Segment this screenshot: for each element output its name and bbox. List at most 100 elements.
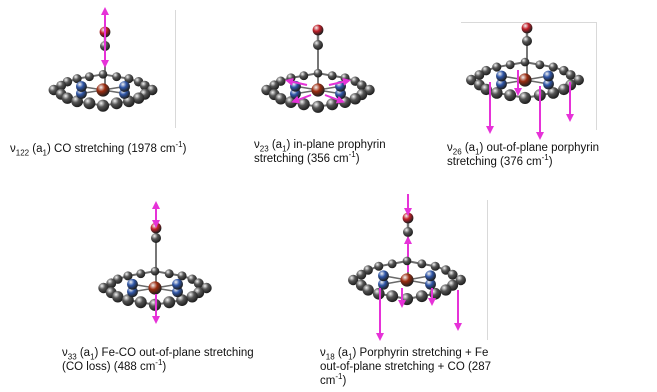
nitrogen-atom (543, 78, 554, 90)
mode-v33-caption: ν33 (a1) Fe-CO out-of-plane stretching (… (62, 346, 254, 374)
carbon-atom (415, 290, 428, 303)
caption-symmetry: (a (461, 142, 476, 154)
nitrogen-atom (119, 81, 130, 92)
oxygen-atom (521, 22, 533, 34)
caption-text-end: ) (548, 156, 553, 168)
nitrogen-atom (172, 278, 183, 290)
nitrogen-atom (425, 270, 436, 282)
nitrogen-atom (496, 70, 507, 82)
carbon-atom (417, 259, 427, 269)
oxygen-atom (312, 24, 324, 36)
carbon-atom (547, 87, 560, 99)
caption-text: ) Fe-CO out-of-plane stretching (94, 347, 254, 359)
carbon-atom (372, 287, 385, 300)
carbon-atom (466, 74, 477, 86)
caption-mode-number: 122 (15, 148, 30, 158)
carbon-atom (177, 271, 187, 281)
carbon-atom (326, 98, 339, 111)
carbon-atom (151, 233, 161, 243)
carbon-atom (313, 68, 323, 78)
carbon-atom (84, 72, 94, 82)
caption-nu: ν (254, 139, 260, 151)
caption-text-end: ) (182, 143, 187, 155)
carbon-atom (122, 294, 134, 306)
caption-text-end: ) (355, 153, 360, 165)
carbon-atom (363, 265, 373, 275)
caption-symmetry-sub: 1 (90, 352, 95, 362)
mode-v26-panel (462, 18, 602, 140)
caption-nu: ν (320, 347, 326, 359)
caption-nu: ν (447, 142, 453, 154)
caption-text: out-of-plane stretching + CO (287 (320, 361, 491, 373)
mode-v18-molecule (348, 194, 466, 341)
caption-mode-number: 33 (67, 352, 77, 362)
carbon-atom (474, 70, 485, 81)
carbon-atom (313, 40, 323, 50)
carbon-atom (535, 60, 545, 70)
caption-symmetry-sub: 1 (348, 352, 353, 362)
carbon-atom (297, 98, 310, 111)
carbon-atom (349, 93, 361, 105)
carbon-atom (164, 269, 174, 279)
nitrogen-atom (543, 70, 554, 82)
carbon-atom (163, 296, 176, 309)
nitrogen-atom (127, 286, 138, 298)
carbon-atom (136, 269, 146, 279)
displacement-arrow (285, 77, 308, 86)
nitrogen-atom (378, 270, 389, 282)
mode-v33-molecule (98, 201, 212, 324)
carbon-atom (112, 291, 124, 303)
caption-text: ) out-of-plane porphyrin (479, 142, 600, 154)
displacement-arrow (328, 77, 351, 86)
caption-text: ) Porphyrin stretching + Fe (352, 347, 489, 359)
carbon-atom (150, 266, 160, 276)
iron-atom (518, 73, 532, 87)
mode-v33-panel (95, 201, 225, 327)
caption-text: stretching (356 cm (254, 153, 349, 165)
carbon-atom (387, 259, 397, 269)
caption-text: ) CO stretching (1978 cm (46, 143, 176, 155)
mode-v18-caption: ν18 (a1) Porphyrin stretching + Fe out-o… (320, 346, 491, 388)
frame-edge (596, 22, 597, 130)
caption-text-end: ) (342, 375, 347, 387)
caption-nu: ν (10, 143, 16, 155)
carbon-atom (447, 269, 458, 280)
carbon-atom (490, 87, 503, 99)
displacement-arrow (291, 94, 312, 104)
caption-exponent: -1 (175, 140, 183, 150)
carbon-atom (505, 60, 515, 70)
caption-mode-number: 18 (325, 352, 335, 362)
iron-atom (400, 273, 414, 287)
carbon-atom (440, 284, 452, 296)
carbon-atom (72, 74, 82, 84)
carbon-atom (455, 274, 466, 286)
carbon-atom (348, 274, 359, 286)
caption-text-end: ) (162, 361, 167, 373)
mode-v26-molecule (466, 22, 584, 140)
carbon-atom (518, 91, 532, 105)
caption-nu: ν (62, 347, 68, 359)
carbon-atom (362, 284, 374, 296)
carbon-atom (548, 62, 558, 72)
carbon-atom (558, 83, 570, 96)
carbon-atom (386, 290, 399, 303)
caption-mode-number: 23 (259, 144, 269, 154)
displacement-arrow (324, 94, 345, 104)
mode-v18-panel (348, 192, 480, 341)
frame-edge (487, 200, 488, 340)
carbon-atom (275, 93, 287, 105)
nitrogen-atom (172, 286, 183, 298)
mode-v23-caption: ν23 (a1) in-plane prophyrin stretching (… (254, 138, 386, 166)
carbon-atom (430, 261, 440, 271)
carbon-atom (98, 70, 108, 79)
oxygen-atom (150, 222, 162, 234)
carbon-atom (106, 278, 117, 289)
carbon-atom (132, 92, 145, 104)
carbon-atom (269, 80, 280, 91)
frame-edge (461, 22, 596, 23)
iron-atom (311, 83, 325, 97)
nitrogen-atom (378, 278, 389, 290)
carbon-atom (356, 269, 367, 280)
caption-symmetry: (a (76, 347, 91, 359)
caption-symmetry: (a (268, 139, 283, 151)
